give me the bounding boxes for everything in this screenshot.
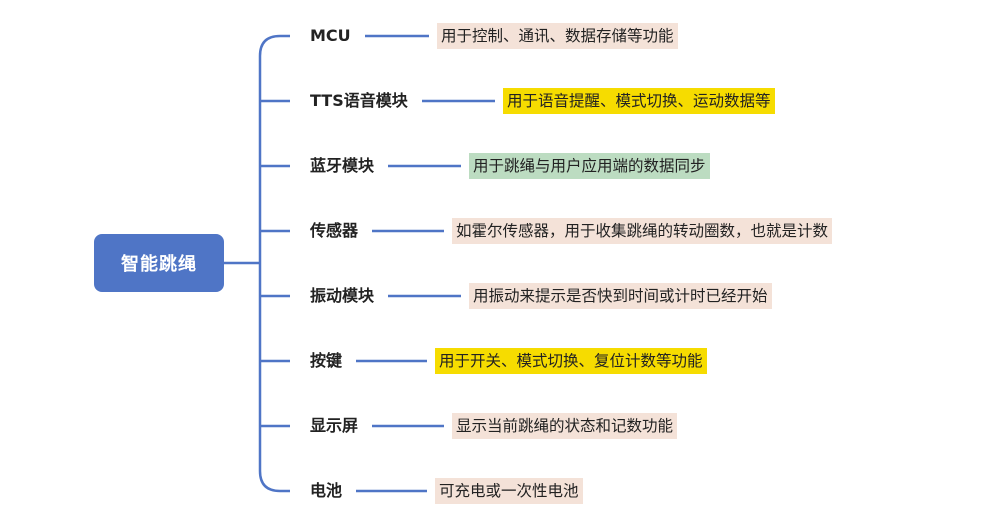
branch-desc-bluetooth: 用于跳绳与用户应用端的数据同步 xyxy=(469,153,710,179)
branch-desc-tts: 用于语音提醒、模式切换、运动数据等 xyxy=(503,88,775,114)
branch-desc-mcu: 用于控制、通讯、数据存储等功能 xyxy=(437,23,678,49)
branch-label-tts: TTS语音模块 xyxy=(310,91,408,110)
branch-label-sensor: 传感器 xyxy=(310,221,359,240)
branch-desc-display: 显示当前跳绳的状态和记数功能 xyxy=(452,413,678,439)
branch-label-display: 显示屏 xyxy=(310,416,359,435)
root-label: 智能跳绳 xyxy=(121,254,197,275)
branch-desc-sensor: 如霍尔传感器，用于收集跳绳的转动圈数，也就是计数 xyxy=(452,218,833,244)
branch-desc-vibration: 用振动来提示是否快到时间或计时已经开始 xyxy=(469,283,772,309)
root-node: 智能跳绳 xyxy=(94,234,224,292)
branch-desc-battery: 可充电或一次性电池 xyxy=(435,478,583,504)
trunk-line xyxy=(258,34,281,493)
branch-label-battery: 电池 xyxy=(310,481,343,500)
branch-label-button: 按键 xyxy=(310,351,343,370)
branch-label-bluetooth: 蓝牙模块 xyxy=(310,156,375,175)
branch-label-vibration: 振动模块 xyxy=(310,286,375,305)
branch-label-mcu: MCU xyxy=(310,26,351,45)
branch-desc-button: 用于开关、模式切换、复位计数等功能 xyxy=(435,348,707,374)
